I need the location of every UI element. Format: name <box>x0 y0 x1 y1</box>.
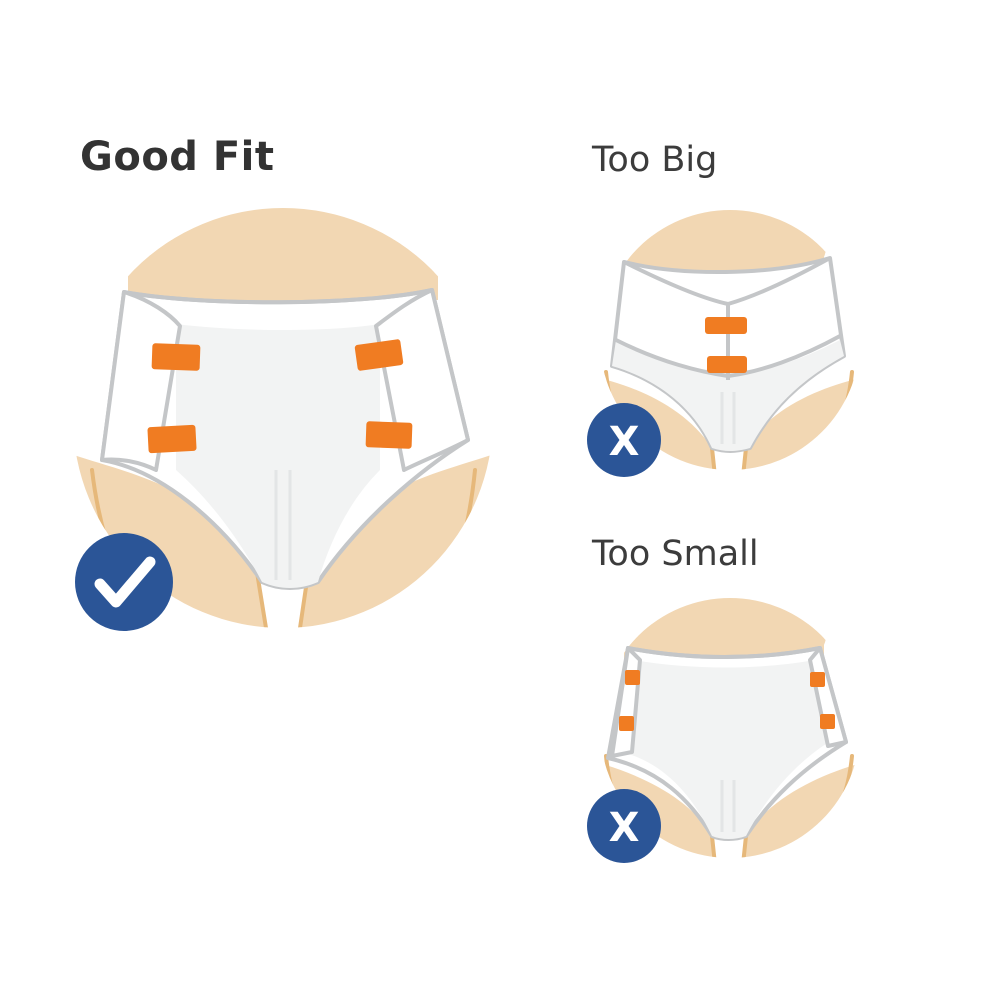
too-small-illustration: X <box>587 598 860 863</box>
too-small-title: Too Small <box>592 534 759 574</box>
good-fit-tab <box>354 339 404 371</box>
too-small-tab <box>810 672 825 687</box>
too-big-title: Too Big <box>592 140 718 180</box>
good-fit-illustration <box>73 208 493 631</box>
cross-badge: X <box>587 789 661 863</box>
check-icon <box>94 556 156 608</box>
too-big-tab <box>707 356 747 373</box>
check-badge <box>75 533 173 631</box>
cross-badge: X <box>587 403 661 477</box>
good-fit-tab <box>151 343 201 371</box>
x-icon: X <box>609 419 640 465</box>
too-small-tab <box>619 716 634 731</box>
good-fit-title: Good Fit <box>80 134 275 180</box>
too-small-tab <box>820 714 835 729</box>
too-big-tab <box>705 317 747 334</box>
too-small-tab <box>625 670 640 685</box>
good-fit-tab <box>365 421 413 449</box>
x-icon: X <box>609 805 640 851</box>
good-fit-torso <box>128 240 438 300</box>
too-big-illustration: X <box>587 210 860 477</box>
good-fit-tab <box>147 424 197 454</box>
